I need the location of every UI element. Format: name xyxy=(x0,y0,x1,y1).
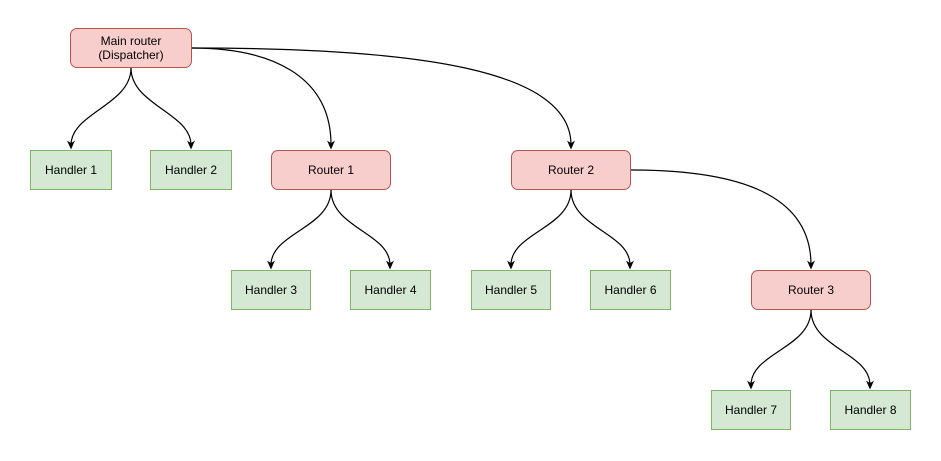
edge-main-router-to-handler-1 xyxy=(67,67,132,150)
edge-main-router-to-router-2 xyxy=(191,47,575,150)
edge-router-3-to-handler-7 xyxy=(747,309,812,390)
node-label-handler-3: Handler 3 xyxy=(244,283,298,297)
node-handler-8[interactable]: Handler 8 xyxy=(830,390,911,430)
edge-router-2-to-handler-6 xyxy=(570,189,634,270)
edge-router-3-to-handler-8 xyxy=(810,309,874,390)
node-handler-7[interactable]: Handler 7 xyxy=(711,390,791,430)
node-router-3[interactable]: Router 3 xyxy=(751,270,871,310)
node-label-handler-8: Handler 8 xyxy=(844,403,897,417)
edge-main-router-to-router-1 xyxy=(191,47,335,150)
node-label-router-1: Router 1 xyxy=(307,163,355,177)
node-label-handler-6: Handler 6 xyxy=(604,283,657,297)
node-handler-2[interactable]: Handler 2 xyxy=(150,150,232,190)
node-handler-6[interactable]: Handler 6 xyxy=(590,270,671,310)
node-label-router-3: Router 3 xyxy=(787,283,835,297)
node-label-main-router: Main router (Dispatcher) xyxy=(98,34,164,62)
node-handler-3[interactable]: Handler 3 xyxy=(231,270,311,310)
node-router-2[interactable]: Router 2 xyxy=(511,150,631,190)
node-handler-4[interactable]: Handler 4 xyxy=(350,270,431,310)
edge-router-2-to-router-3 xyxy=(630,169,815,270)
node-label-handler-4: Handler 4 xyxy=(364,283,417,297)
node-label-router-2: Router 2 xyxy=(547,163,595,177)
edge-router-1-to-handler-3 xyxy=(267,189,332,270)
node-handler-1[interactable]: Handler 1 xyxy=(30,150,112,190)
edge-main-router-to-handler-2 xyxy=(130,67,195,150)
node-main-router[interactable]: Main router (Dispatcher) xyxy=(70,28,192,68)
node-label-handler-2: Handler 2 xyxy=(164,163,218,177)
edge-router-1-to-handler-4 xyxy=(330,189,394,270)
node-handler-5[interactable]: Handler 5 xyxy=(471,270,551,310)
node-router-1[interactable]: Router 1 xyxy=(271,150,391,190)
node-label-handler-7: Handler 7 xyxy=(724,403,778,417)
edge-router-2-to-handler-5 xyxy=(507,189,572,270)
node-label-handler-1: Handler 1 xyxy=(44,163,98,177)
node-label-handler-5: Handler 5 xyxy=(484,283,538,297)
